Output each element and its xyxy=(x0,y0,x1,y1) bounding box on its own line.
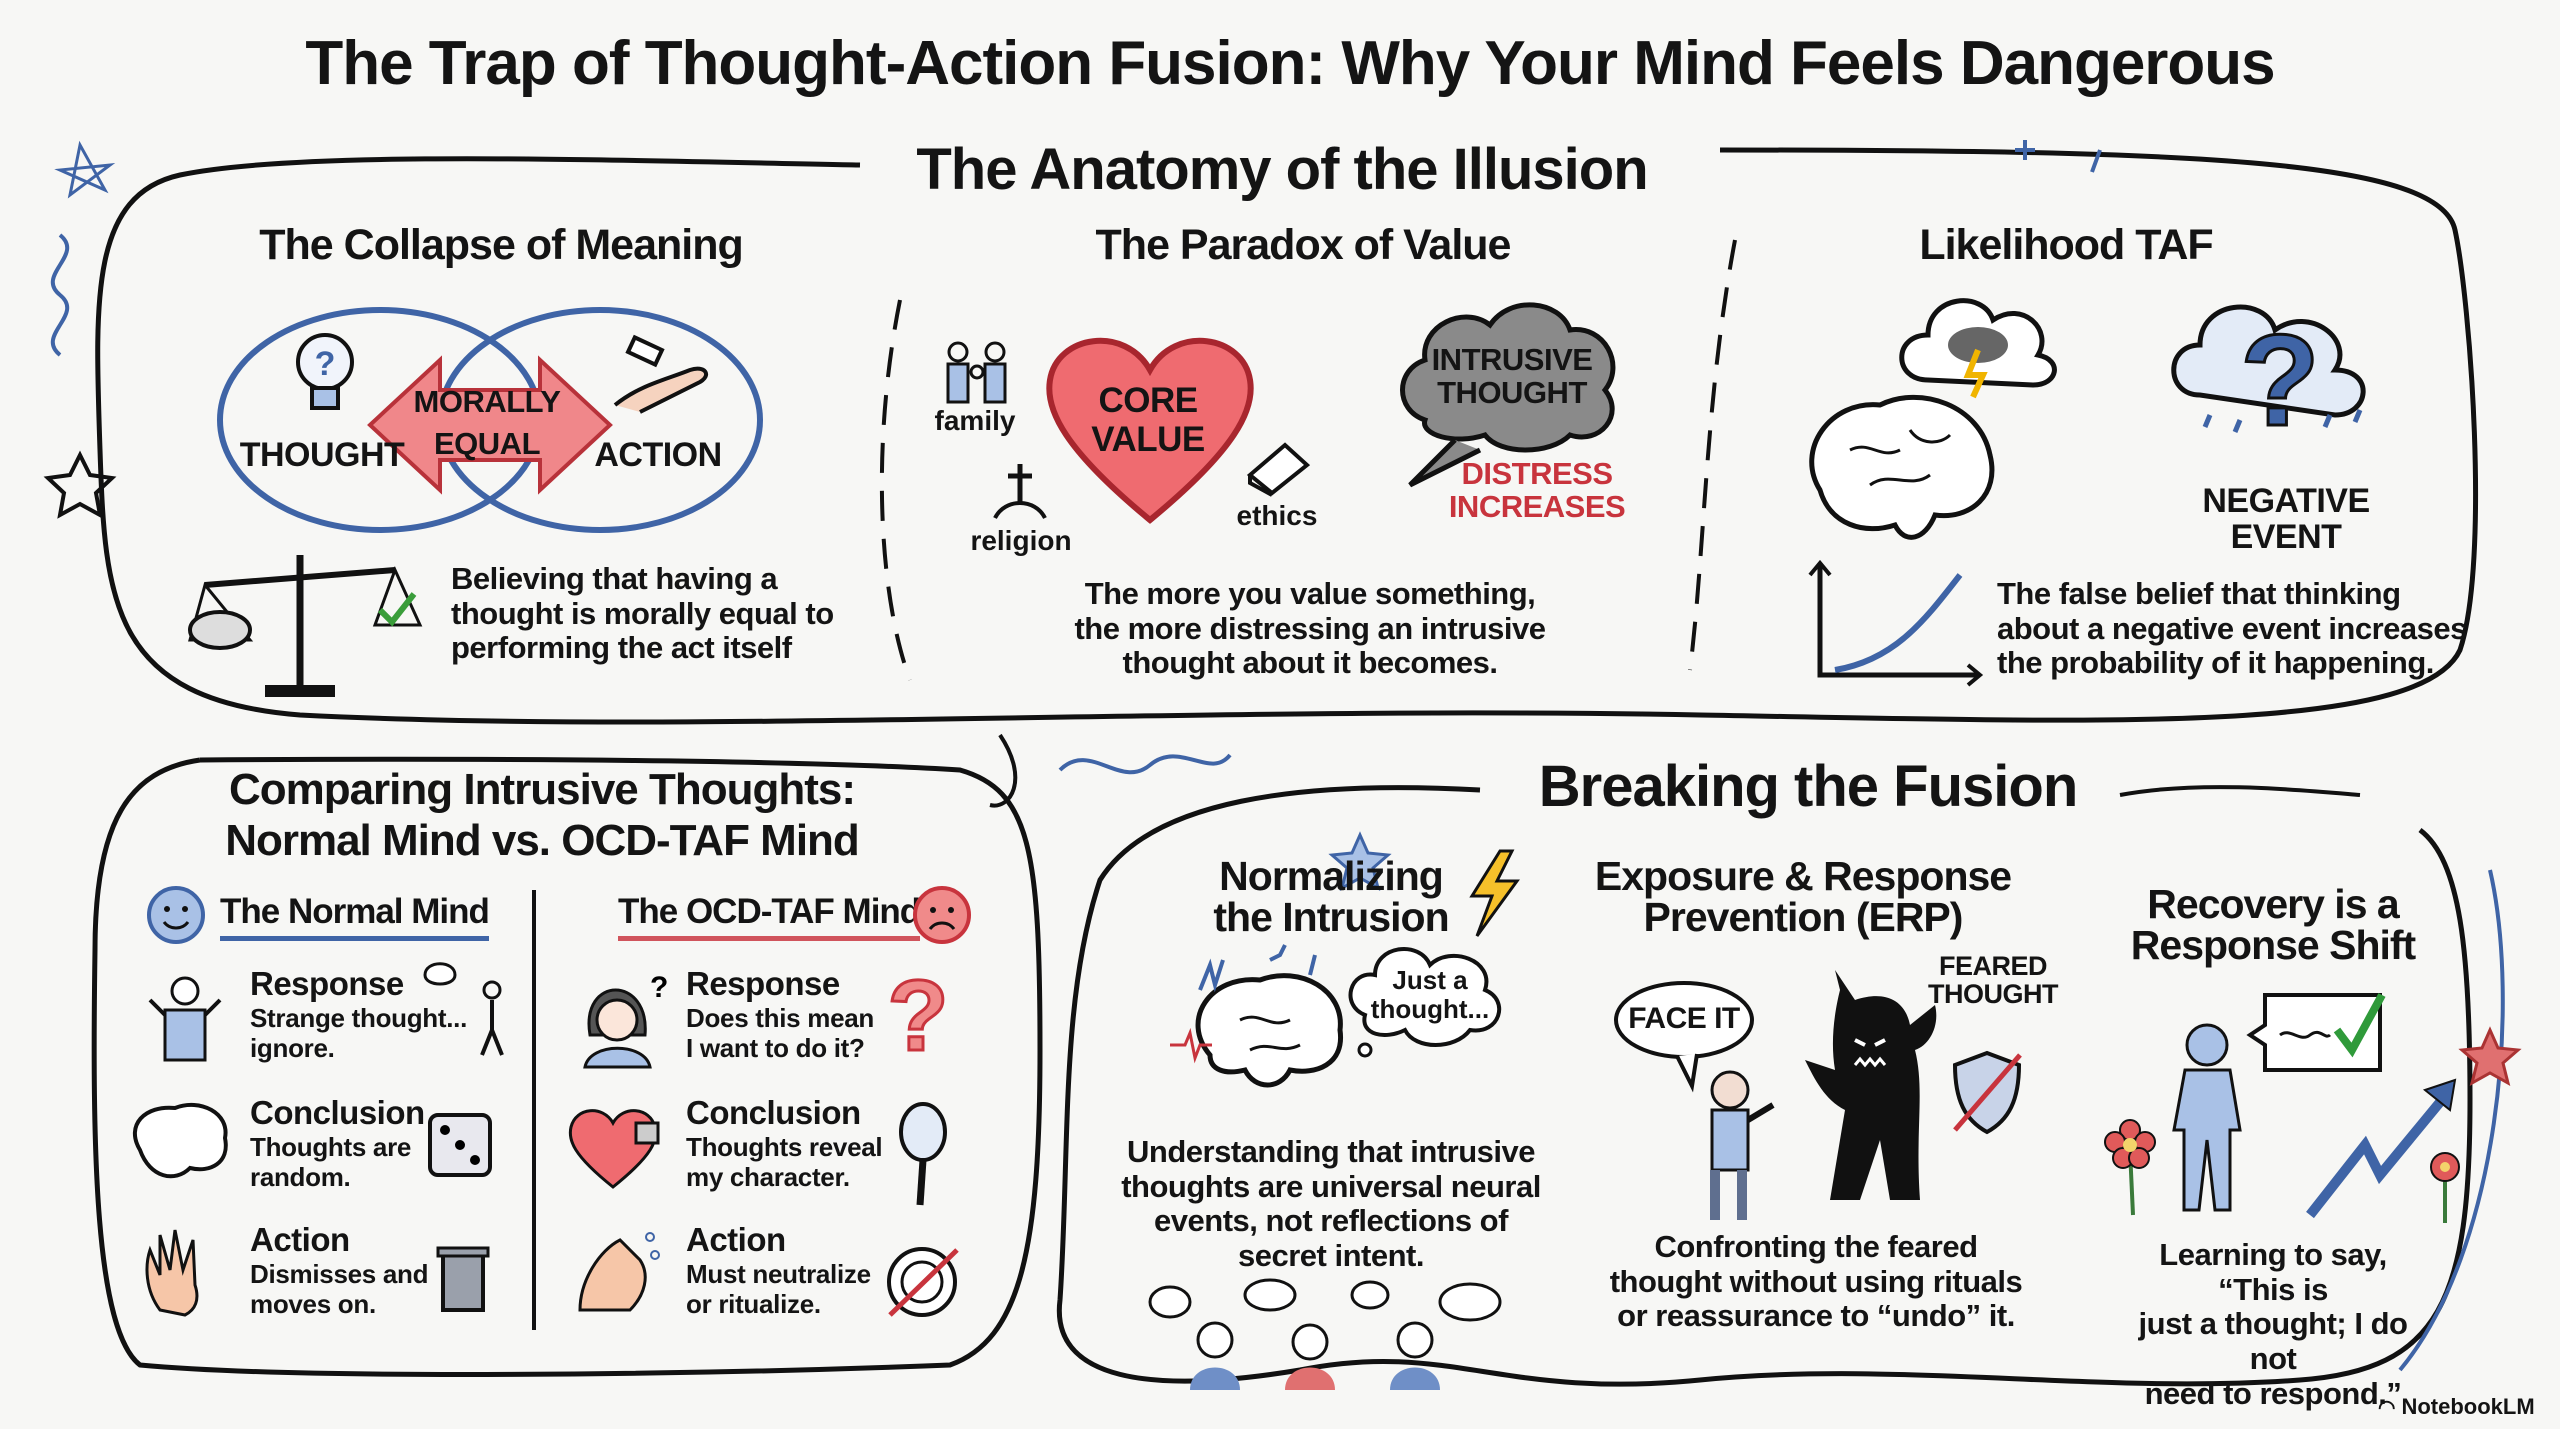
feared-thought-label: FEARED THOUGHT xyxy=(1928,951,2058,1010)
normal-response-label: Response xyxy=(250,965,404,1002)
normal-action-text: Dismisses and moves on. xyxy=(250,1259,429,1319)
ocd-conclusion-label: Conclusion xyxy=(686,1094,861,1131)
flower-icon xyxy=(2104,1119,2156,1216)
heart-icon xyxy=(1046,337,1254,524)
speech-bubble xyxy=(1614,981,1754,1093)
balance-scale-icon xyxy=(188,555,423,697)
notebooklm-watermark: ◠ NotebookLM xyxy=(2378,1394,2535,1420)
prohibited-ritual-icon xyxy=(887,1247,959,1317)
notebooklm-logo-icon: ◠ xyxy=(2378,1396,2396,1419)
calm-person-icon xyxy=(2172,1023,2242,1212)
ocd-response-label: Response xyxy=(686,965,840,1002)
thought-label: THOUGHT xyxy=(239,436,405,474)
erp-heading: Exposure & Response Prevention (ERP) xyxy=(1594,853,2012,940)
question-rain-cloud-icon: ? xyxy=(2171,304,2366,455)
family-icon xyxy=(946,341,1007,404)
rising-arrow-icon xyxy=(2306,1078,2457,1219)
walking-away-icon xyxy=(423,962,504,1056)
ocd-action-label: Action xyxy=(686,1221,786,1258)
equal-label: EQUAL xyxy=(434,426,541,461)
ethics-label: ethics xyxy=(1236,500,1318,531)
religion-label: religion xyxy=(970,525,1072,556)
lightbulb-icon: ? xyxy=(296,333,354,410)
calm-speech-bubble-check-icon xyxy=(2246,993,2386,1072)
svg-text:?: ? xyxy=(887,960,948,1072)
section-heading-anatomy: The Anatomy of the Illusion xyxy=(896,136,1668,203)
thought-cloud-bubble xyxy=(1348,947,1502,1058)
lightning-bolt-icon xyxy=(1469,849,1520,937)
religion-icon xyxy=(993,464,1047,520)
svg-text:?: ? xyxy=(650,971,668,1004)
hand-giving-icon xyxy=(613,334,709,414)
happy-face-icon xyxy=(147,886,205,944)
distress-increases-label: DISTRESS INCREASES xyxy=(1448,456,1626,524)
section-heading-breaking: Breaking the Fusion xyxy=(1520,753,2096,820)
brain-icon xyxy=(1809,394,1995,540)
broken-shield-icon xyxy=(1952,1050,2022,1135)
likelihood-description: The false belief that thinking about a n… xyxy=(1997,576,2467,681)
rising-curve-graph-icon xyxy=(1808,559,1984,687)
comparing-heading: Comparing Intrusive Thoughts: Normal Min… xyxy=(225,765,860,865)
paradox-description: The more you value something, the more d… xyxy=(1074,576,1546,681)
storm-cloud-icon xyxy=(1400,302,1616,488)
book-icon xyxy=(1246,442,1311,497)
normal-action-label: Action xyxy=(250,1221,350,1258)
venn-diagram xyxy=(217,307,763,533)
shadow-monster-icon xyxy=(1805,970,1937,1200)
ocd-response-text: Does this mean I want to do it? xyxy=(686,1003,874,1063)
core-value-label: CORE VALUE xyxy=(1091,381,1205,459)
collapse-description: Believing that having a thought is moral… xyxy=(451,561,834,666)
action-label: ACTION xyxy=(594,436,722,474)
svg-text:?: ? xyxy=(2240,307,2319,453)
people-talking-icon xyxy=(1148,1278,1502,1390)
locked-heart-icon xyxy=(568,1109,660,1189)
negative-event-label: NEGATIVE EVENT xyxy=(2202,482,2370,556)
likelihood-heading: Likelihood TAF xyxy=(1919,221,2213,269)
dice-icon xyxy=(428,1113,492,1177)
recovery-description: Learning to say, “This is just a thought… xyxy=(2138,1237,2408,1411)
worried-woman-icon: ? xyxy=(583,971,668,1069)
collapse-heading: The Collapse of Meaning xyxy=(259,221,743,269)
face-it-label: FACE IT xyxy=(1628,1002,1740,1035)
just-a-thought-bubble-text: Just a thought... xyxy=(1370,965,1490,1024)
svg-text:?: ? xyxy=(315,345,336,383)
normalizing-description: Understanding that intrusive thoughts ar… xyxy=(1121,1134,1541,1274)
normal-conclusion-text: Thoughts are random. xyxy=(250,1132,412,1192)
ocd-action-text: Must neutralize or ritualize. xyxy=(686,1259,871,1319)
trash-can-icon xyxy=(436,1246,490,1312)
question-mark-icon: ? xyxy=(886,959,950,1074)
intrusive-thought-label: INTRUSIVE THOUGHT xyxy=(1431,342,1593,410)
person-facing-icon xyxy=(1710,1070,1775,1220)
morally-label: MORALLY xyxy=(413,384,561,419)
thundercloud-icon xyxy=(1899,298,2057,399)
normal-response-text: Strange thought... ignore. xyxy=(250,1003,468,1063)
normalizing-heading: Normalizing the Intrusion xyxy=(1213,853,1449,940)
recovery-heading: Recovery is a Response Shift xyxy=(2130,881,2416,968)
sad-face-icon xyxy=(913,886,971,944)
normal-mind-title: The Normal Mind xyxy=(220,892,490,941)
flower-icon xyxy=(2430,1152,2460,1223)
erp-description: Confronting the feared thought without u… xyxy=(1609,1229,2023,1334)
waving-hand-icon xyxy=(145,1229,199,1317)
paradox-heading: The Paradox of Value xyxy=(1095,221,1512,269)
ocd-mind-title: The OCD-TAF Mind xyxy=(618,892,921,941)
brand-label: NotebookLM xyxy=(2401,1394,2535,1419)
shrugging-person-icon xyxy=(148,976,222,1062)
washing-hands-icon xyxy=(578,1232,660,1312)
ocd-conclusion-text: Thoughts reveal my character. xyxy=(686,1132,883,1192)
family-label: family xyxy=(934,405,1016,436)
main-title: The Trap of Thought-Action Fusion: Why Y… xyxy=(305,29,2275,98)
brain-with-signals-icon xyxy=(1170,944,1343,1088)
brain-icon xyxy=(133,1102,228,1179)
hand-mirror-icon xyxy=(899,1102,947,1206)
normal-conclusion-label: Conclusion xyxy=(250,1094,425,1131)
